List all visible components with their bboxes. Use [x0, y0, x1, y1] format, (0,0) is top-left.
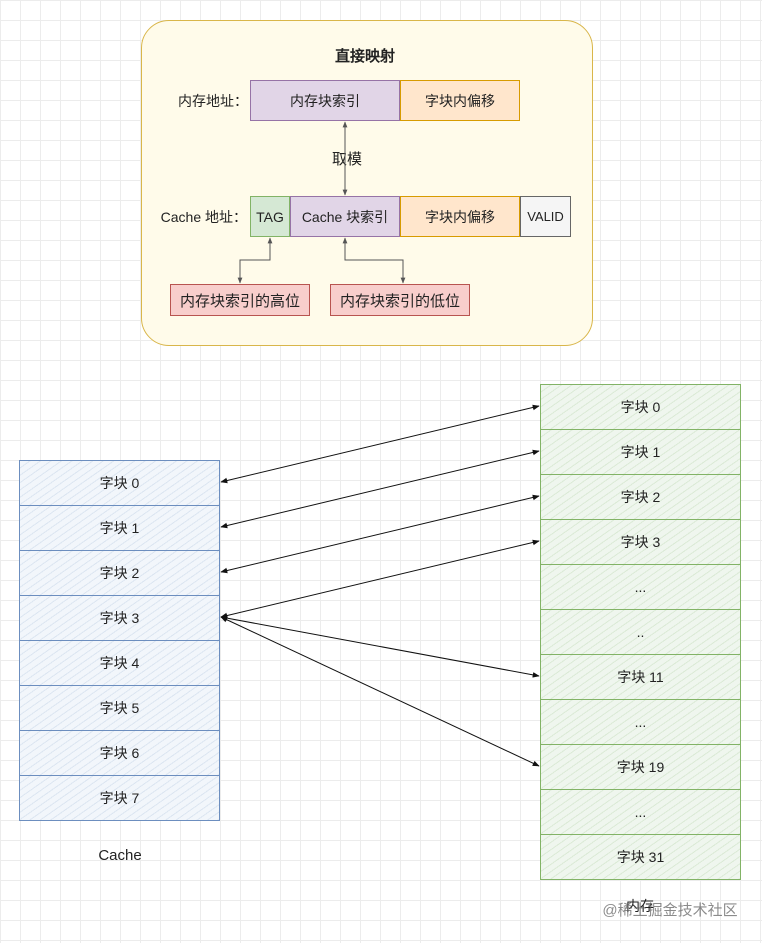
- watermark: @稀土掘金技术社区: [602, 901, 738, 919]
- memory-block: 字块 3: [540, 519, 741, 565]
- memory-block: ..: [540, 609, 741, 655]
- memory-block: ...: [540, 699, 741, 745]
- memory-block: 字块 2: [540, 474, 741, 520]
- tag-connector: [237, 237, 273, 284]
- cache-block: 字块 7: [19, 775, 220, 821]
- mapping-arrow: [220, 404, 540, 484]
- memory-block: 字块 31: [540, 834, 741, 880]
- cache-address-label: Cache 地址：: [160, 209, 247, 225]
- mapping-arrow: [220, 616, 540, 767]
- tag-field: TAG: [250, 196, 290, 237]
- diagram-title: 直接映射: [334, 47, 395, 65]
- cache-block: 字块 6: [19, 730, 220, 776]
- cache-block: 字块 2: [19, 550, 220, 596]
- memory-block: 字块 11: [540, 654, 741, 700]
- cache-offset-field: 字块内偏移: [400, 196, 520, 237]
- cache-index-field: Cache 块索引: [290, 196, 400, 237]
- valid-field: VALID: [520, 196, 571, 237]
- cache-index-connector: [342, 237, 406, 284]
- cache-block: 字块 3: [19, 595, 220, 641]
- memory-block: 字块 19: [540, 744, 741, 790]
- cache-block: 字块 5: [19, 685, 220, 731]
- cache-caption: Cache: [98, 846, 142, 864]
- cache-block: 字块 0: [19, 460, 220, 506]
- memory-index-field: 内存块索引: [250, 80, 400, 121]
- mapping-arrow: [220, 494, 540, 574]
- memory-block: ...: [540, 789, 741, 835]
- mapping-arrows: [220, 404, 540, 767]
- cache-block: 字块 1: [19, 505, 220, 551]
- memory-offset-field: 字块内偏移: [400, 80, 520, 121]
- high-bits-box: 内存块索引的高位: [170, 284, 310, 316]
- mapping-arrow: [220, 539, 540, 619]
- memory-address-label: 内存地址：: [178, 93, 248, 109]
- memory-block: 字块 0: [540, 384, 741, 430]
- memory-caption: 内存: [626, 898, 654, 914]
- mapping-arrow: [220, 615, 540, 678]
- cache-block: 字块 4: [19, 640, 220, 686]
- low-bits-box: 内存块索引的低位: [330, 284, 470, 316]
- mapping-arrow: [220, 449, 540, 529]
